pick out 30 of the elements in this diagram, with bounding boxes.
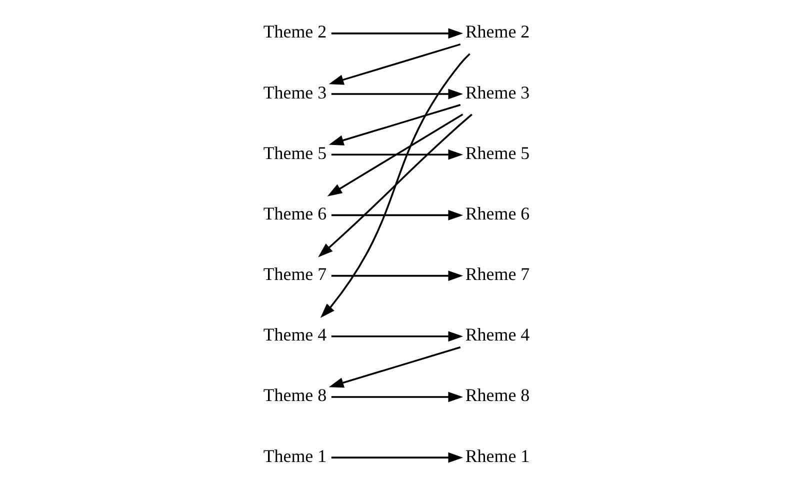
node-text: Rheme 3 [464,82,530,102]
arrow [318,114,472,258]
node-text: Theme 3 [262,82,326,102]
node-text: Rheme 2 [464,22,530,42]
arrow [330,331,463,342]
node-text: Rheme 7 [464,264,530,284]
node-text: Rheme 5 [464,142,530,163]
arrow [330,149,463,160]
arrow [328,104,460,146]
arrow [330,210,463,220]
arrow [330,452,463,463]
node-text: Theme 7 [262,264,326,284]
arrow [320,53,470,318]
node-text: Theme 8 [262,385,326,406]
node-text: Theme 1 [262,446,326,466]
node-text: Rheme 8 [464,385,530,406]
node-text: Rheme 1 [464,446,530,466]
arrow [330,270,463,281]
node-text: Theme 4 [262,324,326,345]
node-text: Theme 5 [262,142,326,163]
arrow [328,346,460,388]
arrow [330,28,463,39]
node-text: Theme 2 [262,22,326,42]
node-text: Rheme 6 [464,203,530,224]
node-text: Theme 6 [262,203,326,224]
arrow [330,392,463,402]
arrow [328,43,460,85]
node-text: Rheme 4 [464,324,530,345]
arrow [330,88,463,100]
arrow [326,114,463,196]
